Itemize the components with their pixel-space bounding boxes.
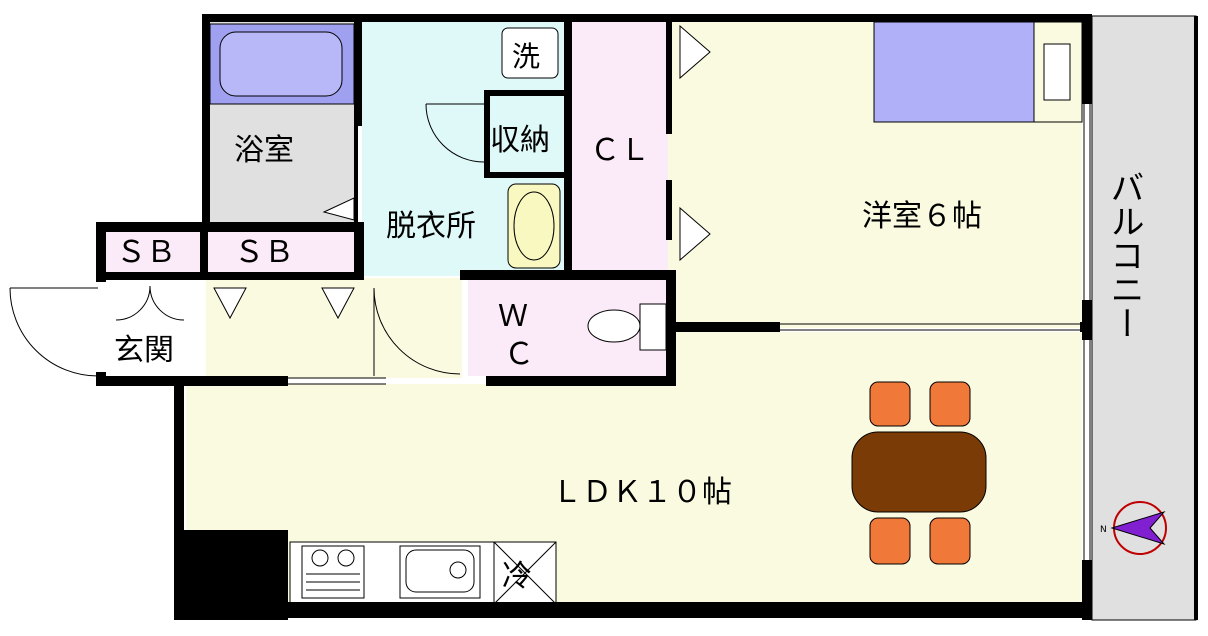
closet-floor xyxy=(572,22,668,272)
ldk-floor xyxy=(186,332,1082,602)
door-arcs xyxy=(9,103,485,377)
fridge-label: 冷 xyxy=(502,559,532,594)
washer-label: 洗 xyxy=(512,40,540,73)
shoe-box-floor-2 xyxy=(208,232,356,272)
closet-label: ＣＬ xyxy=(590,133,650,168)
chair xyxy=(869,517,911,565)
western-room-label: 洋室６帖 xyxy=(862,199,982,234)
chair xyxy=(869,381,911,427)
entrance-floor xyxy=(102,278,204,378)
stove-icon xyxy=(301,545,365,599)
shoe-box-2-label: ＳＢ xyxy=(234,235,294,270)
kitchen-sink-icon xyxy=(399,545,481,599)
fridge xyxy=(493,541,557,605)
wc-label-line-2: Ｃ xyxy=(504,337,534,372)
pillow xyxy=(1043,43,1071,101)
windows xyxy=(288,104,1091,560)
toilet-icon xyxy=(587,303,667,351)
bath-label: 浴室 xyxy=(234,133,294,168)
compass-icon: N xyxy=(1100,501,1167,555)
chair xyxy=(929,381,971,427)
bed xyxy=(873,21,1035,123)
shoe-box-floor-1 xyxy=(102,232,204,272)
compass-north-label: N xyxy=(1100,525,1107,535)
wc-label-line-1: Ｗ xyxy=(498,299,528,334)
washer xyxy=(501,27,559,79)
dressing-label: 脱衣所 xyxy=(386,209,476,244)
chair xyxy=(929,517,971,565)
shoe-box-1-label: ＳＢ xyxy=(116,235,176,270)
bathtub-icon xyxy=(209,23,355,105)
storage-label: 収納 xyxy=(490,123,550,158)
walls xyxy=(96,14,1092,620)
balcony-label: バルコニー xyxy=(1104,170,1144,340)
entrance-label: 玄関 xyxy=(114,333,174,368)
ldk-label: ＬＤＫ１０帖 xyxy=(552,475,732,510)
dining-table xyxy=(851,431,987,513)
washbasin-icon xyxy=(507,183,561,269)
closet-door-markers xyxy=(213,24,711,320)
